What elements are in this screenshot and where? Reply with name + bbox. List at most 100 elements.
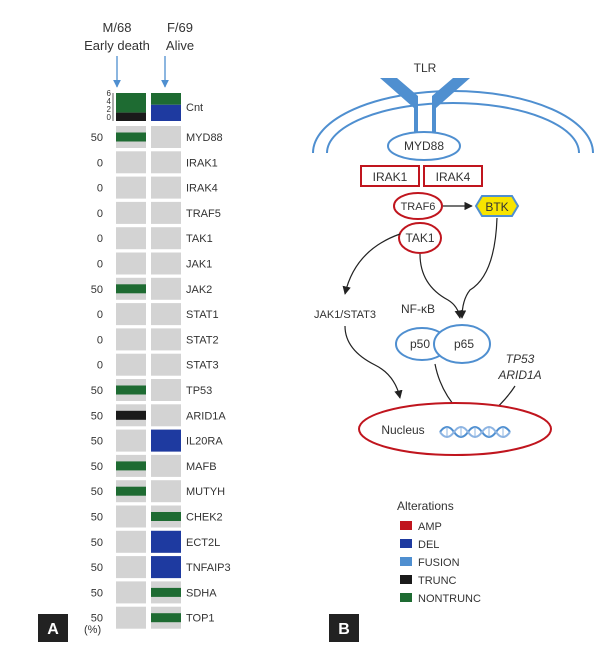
- panel-a-label: A: [47, 621, 59, 638]
- cnt-tick-6: 6: [107, 89, 112, 98]
- gene-row-percent: 0: [97, 233, 103, 245]
- gene-cell-col1: [116, 328, 146, 351]
- gene-row-percent: 50: [91, 613, 103, 625]
- btk-node: [474, 195, 520, 217]
- gene-cell-col1: [116, 201, 146, 224]
- gene-cell-col2: [151, 454, 181, 477]
- gene-row-percent: 0: [97, 360, 103, 372]
- cnt-col2-segment-del: [151, 104, 181, 121]
- gene-cell-col1: [116, 505, 146, 528]
- gene-row-label: STAT3: [186, 360, 219, 372]
- cnt-label: Cnt: [186, 102, 203, 114]
- myd88-label: MYD88: [404, 139, 444, 153]
- tak1-to-jakstat-arrow: [342, 233, 401, 295]
- traf6-node: [393, 192, 443, 220]
- gene-row-label: MYD88: [186, 132, 223, 144]
- col2-header-line2: Alive: [166, 38, 194, 53]
- col1-header-line2: Early death: [84, 38, 150, 53]
- gene-row-percent: 50: [91, 537, 103, 549]
- myd88-node: [387, 131, 461, 161]
- irak1-node: [360, 165, 420, 187]
- legend-label-nontrunc: NONTRUNC: [418, 593, 481, 605]
- gene-row-label: TOP1: [186, 613, 215, 625]
- cnt-tick-2: 2: [107, 105, 112, 114]
- traf6-label: TRAF6: [401, 201, 436, 213]
- gene-row-percent: 50: [91, 512, 103, 524]
- col2-header-line1: F/69: [167, 20, 193, 35]
- legend-title: Alterations: [397, 499, 454, 513]
- gene-row-label: CHEK2: [186, 512, 223, 524]
- panel-a-label-box: [38, 614, 68, 642]
- gene-cell-col1: [116, 429, 146, 452]
- tlr-label: TLR: [414, 61, 437, 75]
- cnt-col2-segment-nontrunc: [151, 93, 181, 105]
- alteration-mark-nontrunc: [116, 284, 146, 294]
- gene-cell-col2: [151, 151, 181, 174]
- gene-row-label: IL20RA: [186, 436, 223, 448]
- gene-cell-col1: [116, 353, 146, 376]
- legend-swatch-fusion: [400, 557, 412, 566]
- gene-cell-col2: [151, 176, 181, 199]
- gene-row-top1: 50 TOP1: [91, 606, 215, 629]
- gene-row-label: TNFAIP3: [186, 562, 231, 574]
- gene-row-percent: 0: [97, 259, 103, 271]
- gene-row-label: ECT2L: [186, 537, 220, 549]
- irak1-label: IRAK1: [373, 170, 408, 184]
- alteration-mark-nontrunc: [116, 486, 146, 496]
- gene-cell-col1: [116, 530, 146, 553]
- col1-header-line1: M/68: [103, 20, 132, 35]
- cnt-tick-4: 4: [107, 97, 112, 106]
- gene-row-percent: 50: [91, 562, 103, 574]
- gene-cell-col2: [151, 328, 181, 351]
- gene-row-percent: 50: [91, 587, 103, 599]
- gene-cell-col2: [151, 227, 181, 250]
- gene-row-percent: 0: [97, 334, 103, 346]
- gene-cell-col1: [116, 252, 146, 275]
- alteration-mark-nontrunc: [151, 512, 181, 521]
- gene-cell-col2: [151, 252, 181, 275]
- jak-stat-label: JAK1/STAT3: [314, 309, 376, 321]
- cnt-bar-col2: [151, 93, 181, 121]
- p65-node: [433, 324, 491, 364]
- alteration-mark-nontrunc: [116, 132, 146, 142]
- legend-label-fusion: FUSION: [418, 557, 460, 569]
- gene-row-label: IRAK4: [186, 183, 218, 195]
- panel-b-label: B: [338, 621, 350, 638]
- gene-row-stat3: 0 STAT3: [97, 353, 219, 376]
- gene-row-label: IRAK1: [186, 157, 218, 169]
- legend-label-amp: AMP: [418, 521, 442, 533]
- alteration-mark-nontrunc: [116, 461, 146, 471]
- gene-cell-col2: [151, 379, 181, 401]
- cnt-col1-segment-trunc: [116, 112, 146, 121]
- alteration-mark-nontrunc: [151, 613, 181, 623]
- gene-cell-col2: [151, 277, 181, 300]
- btk-label: BTK: [485, 200, 508, 214]
- gene-row-chek2: 50 CHEK2: [91, 505, 223, 528]
- gene-row-label: TP53: [186, 385, 212, 397]
- gene-row-label: MAFB: [186, 461, 217, 473]
- nucleus-node: [358, 402, 552, 456]
- gene-cell-col1: [116, 556, 146, 579]
- irak4-node: [423, 165, 483, 187]
- alteration-mark-trunc: [116, 410, 146, 420]
- tak1-node: [398, 222, 442, 254]
- legend-swatch-trunc: [400, 575, 412, 584]
- alteration-mark-del: [151, 530, 181, 553]
- gene-row-percent: 50: [91, 410, 103, 422]
- tp53-label: TP53: [506, 352, 535, 366]
- gene-cell-col2: [151, 404, 181, 427]
- alteration-mark-nontrunc: [151, 587, 181, 597]
- dna-helix-icon: [439, 426, 511, 438]
- gene-row-percent: 50: [91, 284, 103, 296]
